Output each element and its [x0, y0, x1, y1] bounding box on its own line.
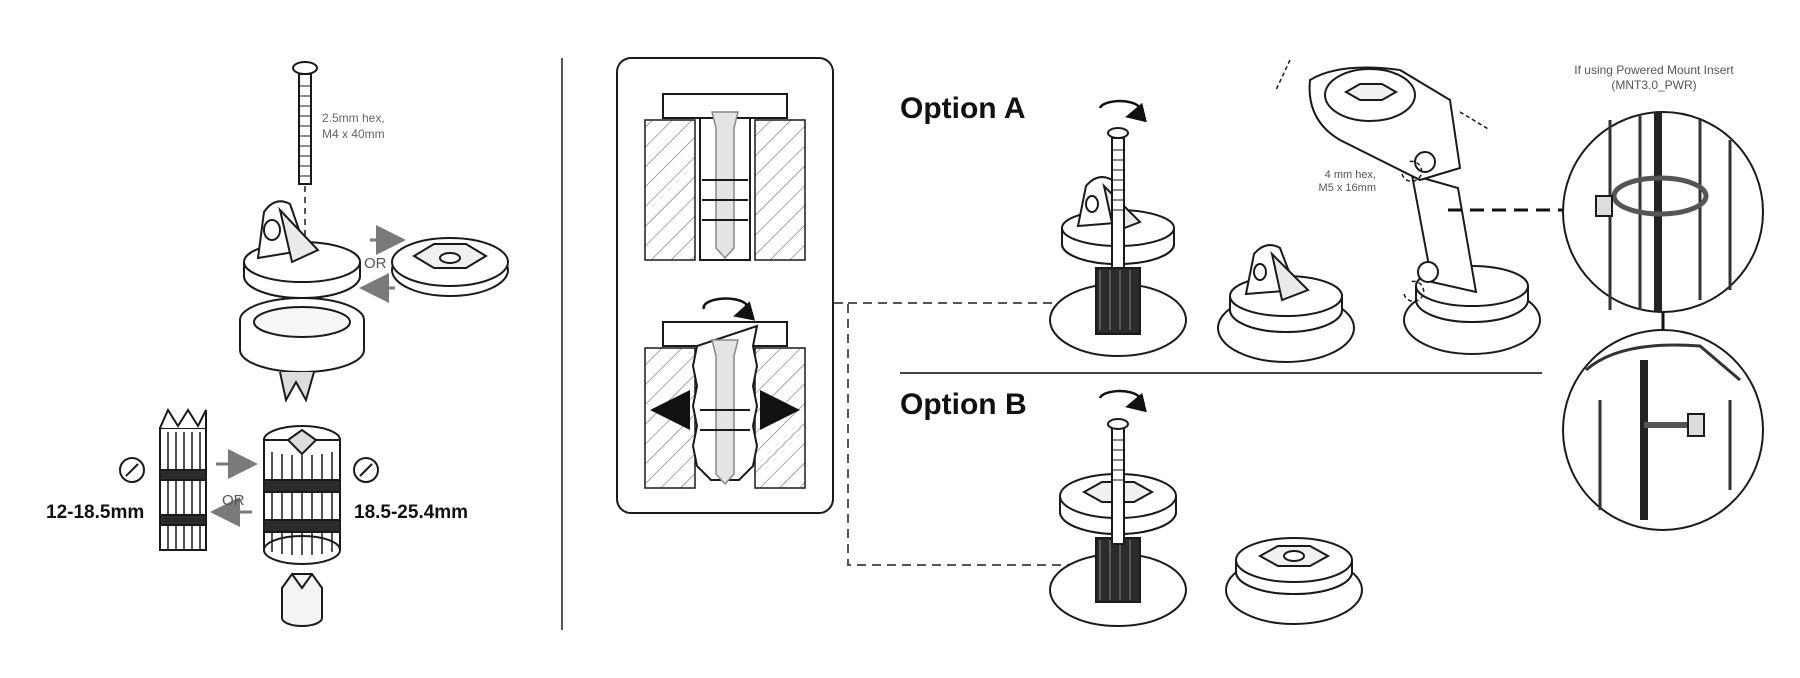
- powered-insert-note-1: If using Powered Mount Insert: [1574, 63, 1734, 77]
- option-a-assembly: [1049, 59, 1541, 363]
- option-b-heading: Option B: [900, 388, 1027, 421]
- gopro-adapter-icon: [243, 200, 361, 299]
- rotate-arrow-icon: [702, 297, 756, 321]
- exploded-view: [119, 61, 509, 627]
- screw-spec-label-1: 2.5mm hex,: [322, 111, 385, 125]
- zip-tie-detail: [1562, 111, 1764, 313]
- option-a-heading: Option A: [900, 92, 1026, 125]
- large-size-range: 18.5-25.4mm: [354, 502, 468, 523]
- nut-icon: [281, 573, 323, 627]
- dashed-connectors: [834, 302, 1090, 566]
- or-label-top: OR: [364, 255, 387, 272]
- arm-hex-spec-2: M5 x 16mm: [1319, 182, 1376, 194]
- screw-spec-label-2: M4 x 40mm: [322, 127, 385, 141]
- quarter-turn-mount-icon: [391, 237, 509, 297]
- power-cable-detail: [1562, 329, 1764, 531]
- cross-section-inset: [616, 57, 834, 514]
- or-label-bottom: OR: [222, 492, 245, 509]
- small-expander-icon: [159, 407, 207, 551]
- powered-insert-note-2: (MNT3.0_PWR): [1611, 78, 1696, 92]
- long-screw-icon: [292, 61, 318, 185]
- option-b-assembly: [1049, 389, 1363, 627]
- cup-icon: [239, 297, 365, 403]
- large-expander-icon: [263, 425, 341, 565]
- small-size-range: 12-18.5mm: [46, 502, 144, 523]
- arm-hex-spec-1: 4 mm hex,: [1325, 169, 1376, 181]
